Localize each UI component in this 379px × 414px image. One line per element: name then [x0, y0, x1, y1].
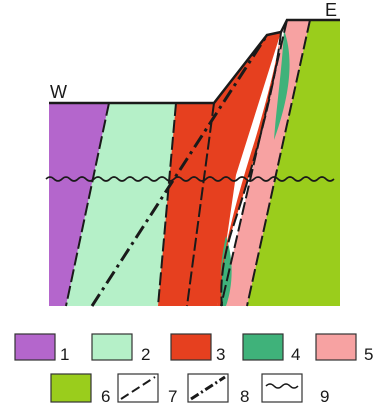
- unit-4-lens-lower: [219, 236, 232, 306]
- legend-symbol-8-fault: [187, 373, 229, 403]
- contact-unit5-unit6: [246, 19, 311, 307]
- unit-3-sliver: [217, 32, 281, 306]
- west-label: W: [50, 82, 67, 102]
- legend-label-3: 3: [216, 345, 225, 364]
- contact-unit1-unit2: [65, 102, 110, 307]
- cross-section: W E: [45, 0, 340, 307]
- east-label: E: [325, 0, 337, 20]
- legend-swatch-3: [170, 333, 212, 361]
- legend: 1 2 3 4 5 6 7 8 9: [14, 333, 373, 406]
- legend-label-2: 2: [141, 345, 150, 364]
- contact-unit3-unit5: [220, 19, 288, 307]
- legend-label-6: 6: [101, 387, 110, 406]
- legend-label-5: 5: [364, 345, 373, 364]
- legend-label-7: 7: [168, 387, 177, 406]
- topographic-surface: [49, 18, 340, 105]
- unit-6-fill: [247, 20, 340, 306]
- legend-label-8: 8: [240, 387, 249, 406]
- unit-5-fill: [221, 20, 310, 306]
- unit-3-fill: [158, 32, 281, 306]
- contact-lens-curve: [220, 31, 282, 307]
- unit-1-fill: [49, 103, 109, 306]
- legend-label-1: 1: [60, 345, 69, 364]
- legend-swatch-6: [50, 373, 92, 403]
- dashed-contacts: [65, 19, 311, 307]
- legend-symbol-9-unconformity: [261, 373, 303, 403]
- legend-symbol-7-dashed-contact: [117, 373, 159, 403]
- legend-label-9: 9: [320, 387, 329, 406]
- legend-swatch-5: [315, 333, 357, 361]
- unit-4-lens-upper: [274, 30, 290, 140]
- unconformity-wavy-line: [45, 176, 335, 182]
- legend-swatch-1: [14, 333, 56, 361]
- contact-unit3-interior: [186, 102, 215, 307]
- legend-label-4: 4: [291, 345, 300, 364]
- legend-swatch-4: [242, 333, 284, 361]
- unit-2-fill: [66, 103, 176, 306]
- legend-swatch-2: [91, 333, 133, 361]
